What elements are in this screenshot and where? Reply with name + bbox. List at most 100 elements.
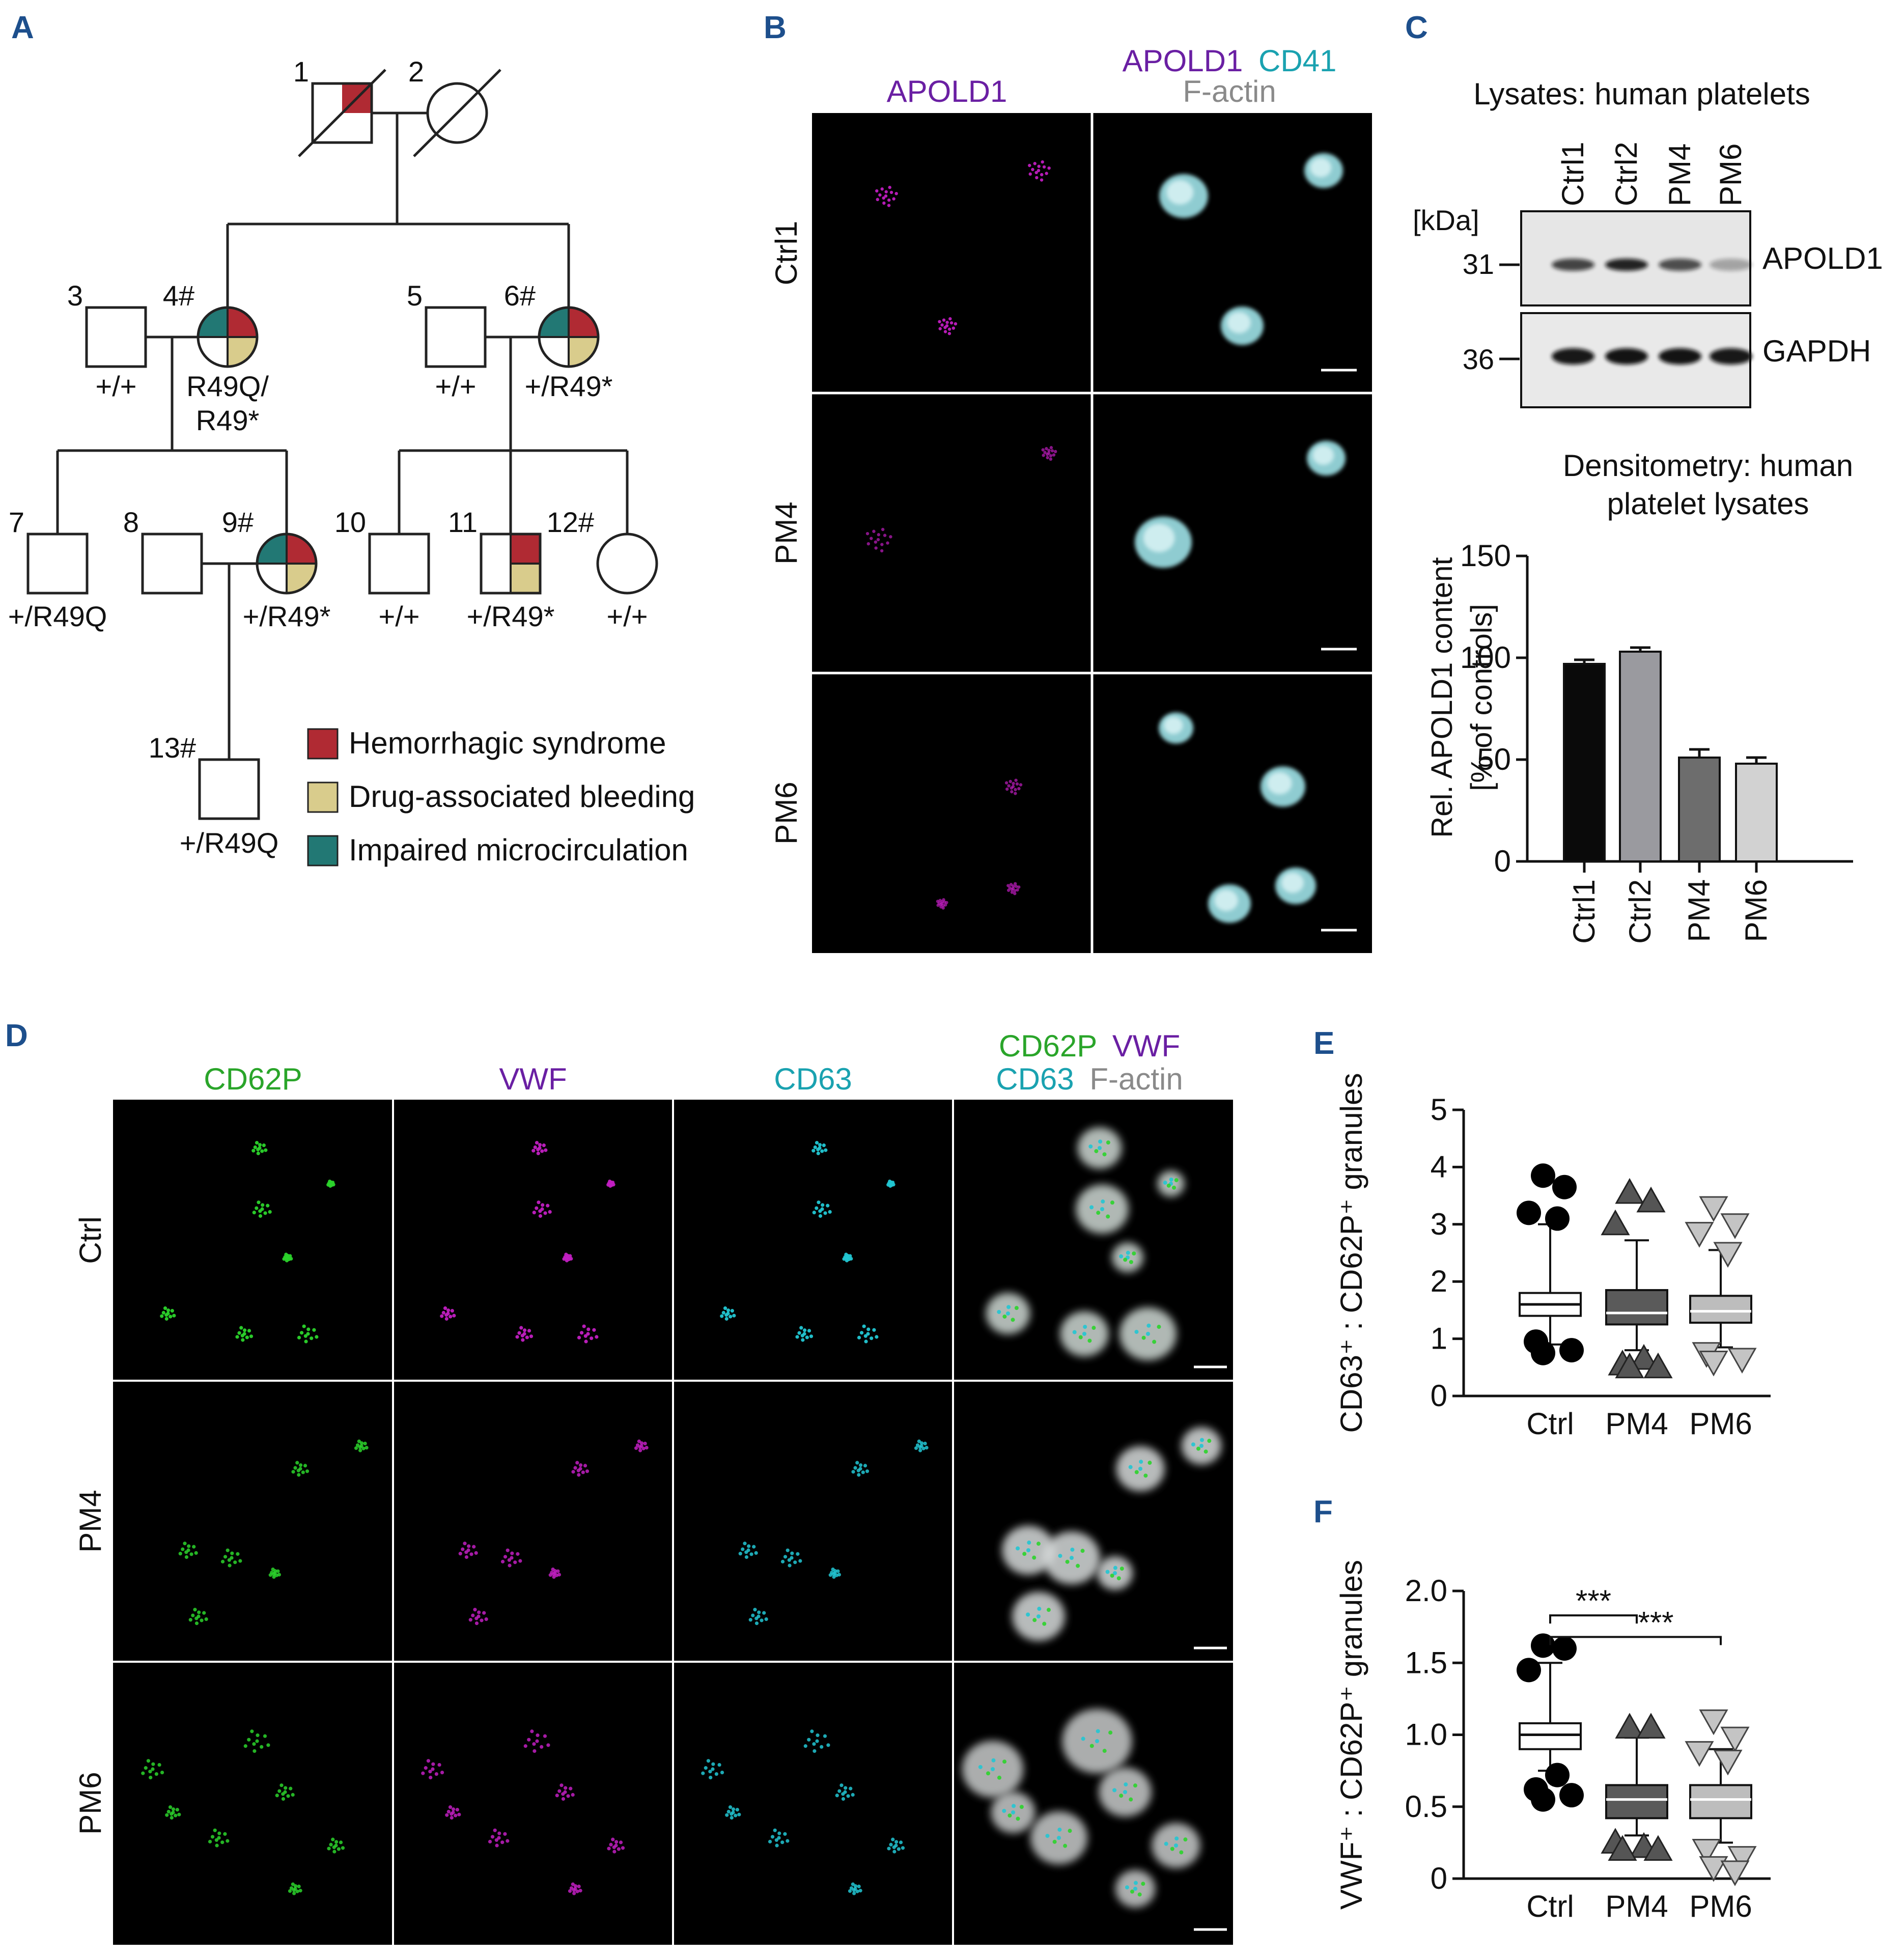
outlier-point (1517, 1658, 1541, 1683)
y-tick-label: 4 (1431, 1150, 1447, 1184)
y-tick-label: 3 (1431, 1207, 1447, 1241)
panel-label-f: F (1313, 1494, 1333, 1529)
granule-puncta (178, 1552, 182, 1556)
granule-puncta (573, 1884, 578, 1888)
granule-puncta (888, 1179, 892, 1184)
individual-number: 11 (448, 506, 478, 538)
legend-swatch-hemorrhagic (307, 728, 339, 760)
merge-puncta (1057, 1827, 1062, 1832)
granule-puncta (875, 1335, 879, 1339)
apold1-puncta (1013, 889, 1017, 892)
granule-puncta (359, 1441, 364, 1445)
merge-puncta (1091, 1326, 1096, 1330)
merge-puncta (1146, 1332, 1150, 1336)
granule-puncta (925, 1446, 929, 1450)
apold1-puncta (866, 542, 871, 546)
granule-puncta (865, 1469, 870, 1473)
cd41-label: CD41 (1258, 44, 1336, 78)
granule-puncta (500, 1840, 505, 1844)
granule-puncta (793, 1560, 797, 1564)
merge-puncta (1147, 1461, 1152, 1465)
granule-puncta (170, 1309, 174, 1313)
granule-puncta (839, 1783, 844, 1787)
granule-puncta (299, 1463, 303, 1467)
granule-puncta (851, 1793, 855, 1797)
granule-puncta (726, 1308, 731, 1312)
apold1-puncta (1034, 171, 1038, 175)
granule-puncta (354, 1446, 358, 1450)
granule-puncta (614, 1840, 619, 1844)
platelet-core (1310, 158, 1332, 178)
granule-puncta (579, 1463, 583, 1467)
blot-title: Lysates: human platelets (1473, 77, 1810, 111)
merge-puncta (1196, 1446, 1200, 1451)
x-tick-label: Ctrl2 (1623, 879, 1657, 944)
granule-puncta (164, 1317, 169, 1321)
merge-puncta (1169, 1177, 1173, 1182)
granule-puncta (836, 1569, 840, 1573)
granule-puncta (493, 1828, 497, 1832)
chart-title-line1: Densitometry: human (1563, 449, 1853, 483)
granule-puncta (752, 1545, 756, 1549)
row-label-ctrl1: Ctrl1 (769, 221, 803, 286)
granule-puncta (816, 1148, 820, 1152)
apold1-puncta (1016, 888, 1019, 892)
granule-puncta (506, 1548, 510, 1552)
granule-puncta (194, 1551, 198, 1555)
outlier-point (1720, 1726, 1750, 1753)
apold1-puncta (878, 193, 882, 197)
panel-label-b: B (764, 10, 787, 45)
granule-puncta (518, 1559, 522, 1563)
granule-puncta (282, 1257, 286, 1261)
granule-puncta (446, 1308, 451, 1312)
outlier-point (1608, 1835, 1637, 1861)
granule-puncta (166, 1308, 171, 1312)
granule-puncta (471, 1613, 475, 1617)
merge-puncta (1063, 1843, 1068, 1848)
granule-puncta (223, 1555, 228, 1559)
merge-puncta (1101, 1199, 1105, 1204)
granule-puncta (500, 1559, 505, 1563)
granule-puncta (170, 1812, 174, 1816)
column-header-merge-line1: APOLD1 CD41 (1123, 44, 1337, 78)
granule-puncta (820, 1745, 824, 1749)
apold1-puncta (1010, 890, 1014, 894)
granule-puncta (226, 1548, 230, 1552)
column-header-cd62p: CD62P (204, 1062, 302, 1096)
merge-puncta (1037, 1607, 1042, 1611)
granule-puncta (445, 1813, 449, 1817)
apold1-puncta (1042, 454, 1045, 457)
outlier-point (1699, 1196, 1728, 1222)
granule-puncta (583, 1334, 587, 1338)
apold1-puncta (888, 185, 891, 189)
apold1-puncta (882, 196, 885, 200)
granule-puncta (818, 1209, 822, 1213)
merge-puncta (1022, 1552, 1027, 1556)
granule-puncta (543, 1211, 547, 1215)
granule-puncta (754, 1616, 759, 1620)
apold1-puncta (872, 529, 876, 533)
granule-puncta (523, 1328, 527, 1332)
merge-puncta (1089, 1744, 1094, 1748)
male-symbol (85, 306, 147, 368)
merge-puncta (1045, 1834, 1050, 1838)
merge-puncta (1152, 1339, 1157, 1344)
granule-puncta (637, 1439, 641, 1443)
granule-puncta (516, 1552, 520, 1556)
bar-Ctrl2 (1619, 651, 1662, 862)
apold1-puncta (1042, 165, 1046, 169)
significance-label: *** (1638, 1605, 1673, 1639)
granule-puncta (566, 1794, 570, 1798)
merge-puncta (1076, 1563, 1080, 1568)
merge-puncta (1141, 1882, 1145, 1886)
granule-puncta (723, 1306, 727, 1310)
granule-puncta (428, 1770, 432, 1774)
granule-puncta (775, 1843, 779, 1848)
granule-puncta (251, 1149, 256, 1153)
granule-puncta (559, 1783, 564, 1787)
merge-puncta (1065, 1559, 1070, 1564)
apold1-puncta (889, 190, 893, 194)
granule-puncta (184, 1555, 189, 1559)
